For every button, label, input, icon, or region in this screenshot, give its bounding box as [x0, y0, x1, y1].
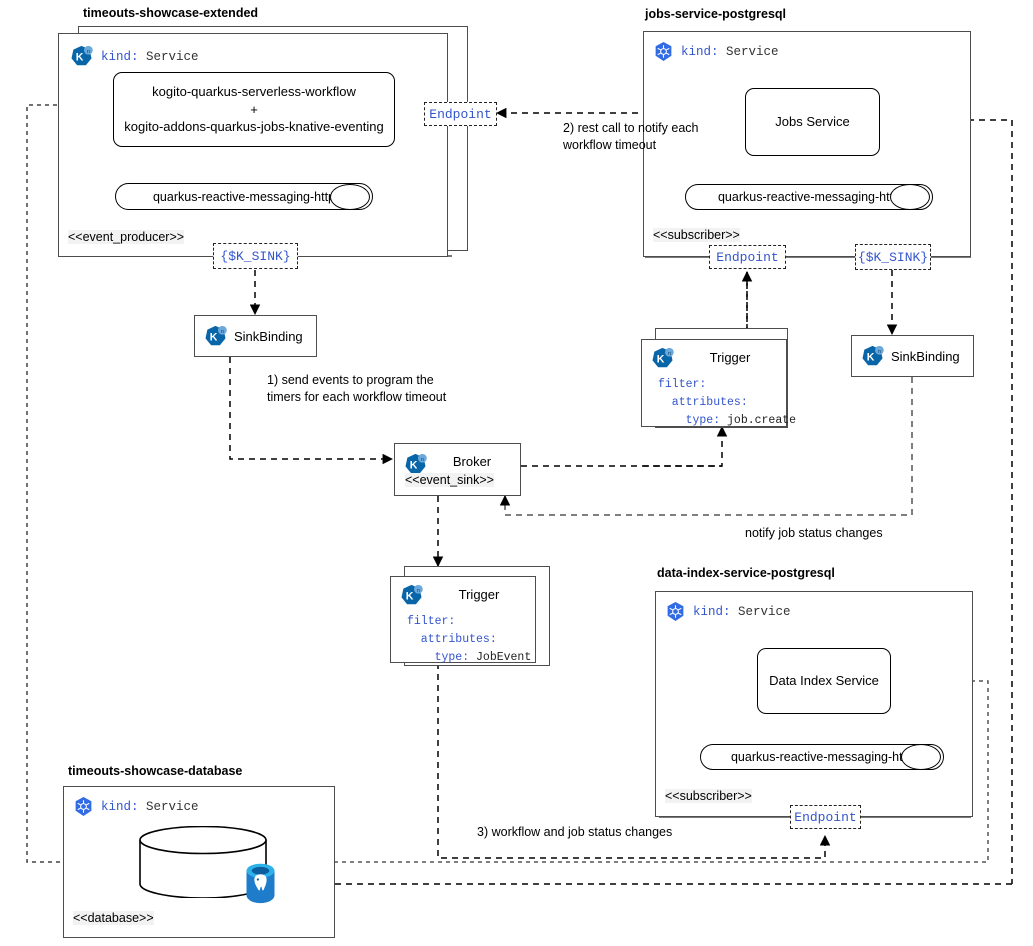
- svg-text:n: n: [878, 348, 881, 354]
- svg-text:K: K: [210, 331, 218, 343]
- data-index-service-label: Data Index Service: [769, 673, 879, 689]
- svg-text:n: n: [668, 351, 671, 357]
- broker-stereotype: <<event_sink>>: [405, 473, 494, 487]
- database-kind-text: kind: Service: [101, 799, 199, 814]
- svg-text:K: K: [657, 353, 665, 365]
- svg-text:K: K: [410, 459, 418, 471]
- workflow-service-line1: kogito-quarkus-serverless-workflow: [152, 84, 356, 100]
- jobs-kind-row: kind: Service: [653, 41, 779, 62]
- data-index-pill-knob: [901, 744, 941, 770]
- trigger-jobevent[interactable]: K n Trigger filter: attributes: type: Jo…: [390, 576, 536, 664]
- svg-text:n: n: [417, 588, 420, 594]
- svg-text:K: K: [867, 351, 875, 363]
- jobs-endpoint-node[interactable]: Endpoint: [709, 245, 786, 269]
- knative-icon: K n: [860, 344, 885, 369]
- workflow-stereotype: <<event_producer>>: [68, 230, 185, 244]
- data-index-kind-text: kind: Service: [693, 604, 791, 619]
- data-index-endpoint-node[interactable]: Endpoint: [790, 805, 861, 829]
- data-index-pill-label: quarkus-reactive-messaging-http: [730, 750, 914, 764]
- workflow-messaging-pill: quarkus-reactive-messaging-http: [115, 183, 373, 210]
- data-index-messaging-pill: quarkus-reactive-messaging-http: [700, 744, 944, 770]
- edge-label-step3: 3) workflow and job status changes: [477, 825, 673, 839]
- sinkbinding-left[interactable]: K n SinkBinding: [194, 315, 317, 357]
- broker-node[interactable]: K n Broker <<event_sink>>: [394, 443, 521, 496]
- sinkbinding-right-label: SinkBinding: [891, 348, 960, 364]
- kubernetes-icon: [653, 41, 674, 62]
- jobs-ksink-node[interactable]: {$K_SINK}: [855, 244, 931, 270]
- group-title-jobs: jobs-service-postgresql: [645, 7, 787, 21]
- group-title-data-index: data-index-service-postgresql: [657, 566, 835, 580]
- edge-label-step2: 2) rest call to notify each workflow tim…: [563, 121, 699, 152]
- svg-text:K: K: [406, 590, 414, 602]
- workflow-kind-row: K n kind: Service: [69, 44, 199, 69]
- edge-label-notify: notify job status changes: [745, 526, 883, 540]
- group-title-database: timeouts-showcase-database: [68, 764, 243, 778]
- svg-text:n: n: [221, 328, 224, 334]
- trigger-job-create-label: Trigger: [709, 350, 751, 365]
- data-index-stereotype: <<subscriber>>: [665, 789, 752, 803]
- postgresql-icon: [243, 862, 278, 904]
- jobs-kind-text: kind: Service: [681, 44, 779, 59]
- database-kind-row: kind: Service: [73, 796, 199, 817]
- knative-icon: K n: [403, 452, 428, 477]
- edge-label-step1: 1) send events to program the timers for…: [267, 373, 447, 404]
- broker-label: Broker: [452, 454, 492, 469]
- svg-text:n: n: [421, 457, 424, 463]
- database-cylinder: [139, 825, 267, 899]
- kubernetes-icon: [73, 796, 94, 817]
- trigger-job-create-yaml: filter: attributes: type: job.create: [658, 378, 797, 427]
- knative-icon: K n: [203, 324, 228, 349]
- workflow-kind-text: kind: Service: [101, 49, 199, 64]
- trigger-jobevent-label: Trigger: [458, 587, 500, 602]
- data-index-kind-row: kind: Service: [665, 601, 791, 622]
- jobs-pill-knob: [890, 184, 930, 210]
- jobs-pill-label: quarkus-reactive-messaging-http: [717, 190, 901, 204]
- sinkbinding-right[interactable]: K n SinkBinding: [851, 335, 974, 377]
- knative-icon: K n: [399, 583, 424, 608]
- knative-icon: K n: [650, 346, 675, 371]
- jobs-messaging-pill: quarkus-reactive-messaging-http: [685, 184, 933, 210]
- workflow-service-box: kogito-quarkus-serverless-workflow + kog…: [113, 72, 395, 147]
- svg-text:K: K: [76, 51, 84, 63]
- svg-text:n: n: [87, 49, 90, 55]
- workflow-pill-label: quarkus-reactive-messaging-http: [152, 189, 336, 204]
- trigger-job-create[interactable]: K n Trigger filter: attributes: type: jo…: [641, 339, 796, 427]
- database-stereotype: <<database>>: [73, 911, 154, 925]
- workflow-ksink-node[interactable]: {$K_SINK}: [213, 243, 298, 269]
- group-title-workflow: timeouts-showcase-extended: [83, 6, 259, 20]
- trigger-jobevent-yaml: filter: attributes: type: JobEvent: [407, 615, 532, 664]
- sinkbinding-left-label: SinkBinding: [234, 328, 303, 344]
- workflow-pill-knob: [330, 183, 370, 210]
- jobs-service-box: Jobs Service: [745, 88, 880, 156]
- data-index-service-box: Data Index Service: [757, 648, 891, 714]
- kubernetes-icon: [665, 601, 686, 622]
- workflow-endpoint-node[interactable]: Endpoint: [424, 102, 497, 126]
- workflow-service-line2: +: [250, 101, 258, 117]
- knative-icon: K n: [69, 44, 94, 69]
- workflow-service-line3: kogito-addons-quarkus-jobs-knative-event…: [124, 119, 384, 135]
- jobs-service-label: Jobs Service: [775, 114, 850, 130]
- jobs-stereotype: <<subscriber>>: [653, 228, 740, 242]
